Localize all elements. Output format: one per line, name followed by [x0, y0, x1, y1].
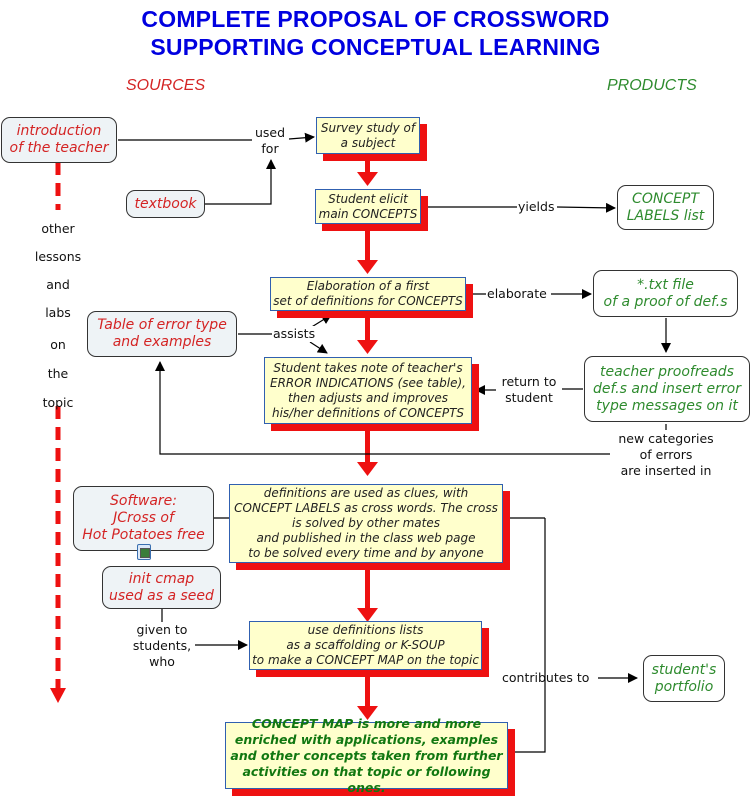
node-text: as a scaffolding or K-SOUP — [286, 638, 445, 652]
node-text: CONCEPT LABELS as cross words. The cross — [234, 501, 498, 515]
timeline-arrowhead — [50, 688, 66, 703]
link-label-new-categories: new categories of errors are inserted in — [612, 431, 720, 479]
node-text: activities on that topic or following on… — [242, 763, 491, 795]
link-label-used-for: used for — [252, 125, 288, 157]
node-text: enriched with applications, examples — [234, 731, 499, 747]
node-text: main CONCEPTS — [318, 206, 418, 221]
label-line: new categories — [618, 431, 714, 446]
timeline-word: on — [50, 337, 66, 352]
link-label-elaborate: elaborate — [487, 286, 547, 302]
node-text: and other concepts taken from further — [230, 747, 503, 763]
step-crossword-clues[interactable]: definitions are used as clues, with CONC… — [229, 484, 503, 563]
node-text: LABELS list — [626, 207, 705, 224]
resource-attachment-icon[interactable] — [137, 544, 151, 560]
step-takes-note-errors[interactable]: Student takes note of teacher's ERROR IN… — [264, 357, 472, 424]
label-line: of errors — [639, 447, 693, 462]
node-text: teacher proofreads — [600, 363, 734, 380]
node-text: Student takes note of teacher's — [273, 360, 463, 375]
node-text: of the teacher — [9, 140, 109, 156]
node-text: CONCEPT MAP is more and more — [251, 715, 482, 731]
node-text: def.s and insert error — [593, 380, 741, 397]
link-label-return-to-student: return to student — [498, 374, 560, 406]
node-text: type messages on it — [596, 397, 738, 414]
node-text: *.txt file — [637, 276, 694, 293]
label-line: are inserted in — [620, 463, 712, 478]
timeline-word: and — [46, 277, 70, 292]
node-text: student's — [651, 661, 717, 678]
node-text: set of definitions for CONCEPTS — [273, 294, 463, 308]
node-text: CONCEPT — [632, 190, 699, 207]
node-text: portfolio — [654, 678, 714, 695]
node-text: Table of error type — [97, 317, 227, 333]
link-label-assists: assists — [273, 326, 316, 342]
step-elaboration-definitions[interactable]: Elaboration of a first set of definition… — [270, 277, 466, 311]
node-text: and published in the class web page — [256, 531, 476, 545]
node-text: to be solved every time and by anyone — [248, 546, 484, 560]
sources-heading: SOURCES — [126, 77, 206, 94]
node-text: Elaboration of a first — [306, 279, 430, 293]
label-line: student — [505, 390, 553, 405]
label-line: given to — [136, 622, 188, 637]
timeline-word: labs — [45, 305, 71, 320]
node-text: then adjusts and improves — [287, 390, 449, 405]
timeline-word: other — [41, 221, 75, 236]
label-line: who — [149, 654, 175, 669]
node-text: Survey study of — [320, 120, 416, 135]
source-error-table[interactable]: Table of error type and examples — [87, 311, 237, 357]
node-text: Software: — [110, 493, 177, 509]
step-elicit-concepts[interactable]: Student elicit main CONCEPTS — [315, 189, 421, 224]
step-survey-study[interactable]: Survey study of a subject — [316, 117, 420, 154]
diagram-title-line1: COMPLETE PROPOSAL OF CROSSWORD — [141, 6, 610, 32]
source-textbook[interactable]: textbook — [126, 190, 205, 218]
link-label-given-to-students: given to students, who — [131, 622, 193, 670]
product-teacher-proofreads[interactable]: teacher proofreads def.s and insert erro… — [584, 356, 750, 422]
label-line: return to — [501, 374, 557, 389]
node-text: introduction — [16, 123, 102, 139]
diagram-title-line2: SUPPORTING CONCEPTUAL LEARNING — [150, 34, 601, 60]
node-text: definitions are used as clues, with — [263, 486, 469, 500]
timeline-word: lessons — [34, 249, 82, 264]
product-concept-labels-list[interactable]: CONCEPT LABELS list — [617, 185, 714, 230]
node-text: and examples — [112, 334, 212, 350]
source-introduction-of-teacher[interactable]: introduction of the teacher — [1, 117, 117, 163]
source-software-jcross[interactable]: Software: JCross of Hot Potatoes free — [73, 486, 214, 551]
timeline-word: topic — [42, 395, 74, 410]
products-heading: PRODUCTS — [607, 77, 697, 94]
label-line: students, — [132, 638, 192, 653]
timeline-word: the — [47, 366, 69, 381]
node-text: Student elicit — [328, 191, 408, 206]
node-text: init cmap — [128, 570, 195, 587]
label-line: for — [261, 141, 279, 156]
node-text: to make a CONCEPT MAP on the topic — [252, 653, 479, 667]
node-text: use definitions lists — [307, 623, 424, 637]
node-text: JCross of — [113, 510, 174, 526]
node-text: of a proof of def.s — [603, 293, 728, 310]
node-text: textbook — [134, 195, 197, 212]
link-label-contributes-to: contributes to — [502, 670, 590, 685]
product-txt-file[interactable]: *.txt file of a proof of def.s — [593, 270, 738, 317]
step-concept-map-enriched[interactable]: CONCEPT MAP is more and more enriched wi… — [225, 716, 508, 795]
flow-arrows — [357, 158, 378, 720]
step-use-definitions-lists[interactable]: use definitions lists as a scaffolding o… — [249, 621, 482, 670]
node-text: used as a seed — [109, 587, 214, 604]
label-line: used — [254, 125, 286, 140]
node-text: is solved by other mates — [292, 516, 440, 530]
product-student-portfolio[interactable]: student's portfolio — [643, 655, 725, 702]
source-init-cmap[interactable]: init cmap used as a seed — [102, 566, 221, 609]
node-text: ERROR INDICATIONS (see table), — [270, 375, 466, 390]
link-label-yields: yields — [518, 199, 555, 215]
node-text: his/her definitions of CONCEPTS — [271, 405, 465, 420]
node-text: a subject — [340, 135, 396, 150]
node-text: Hot Potatoes free — [82, 527, 205, 543]
